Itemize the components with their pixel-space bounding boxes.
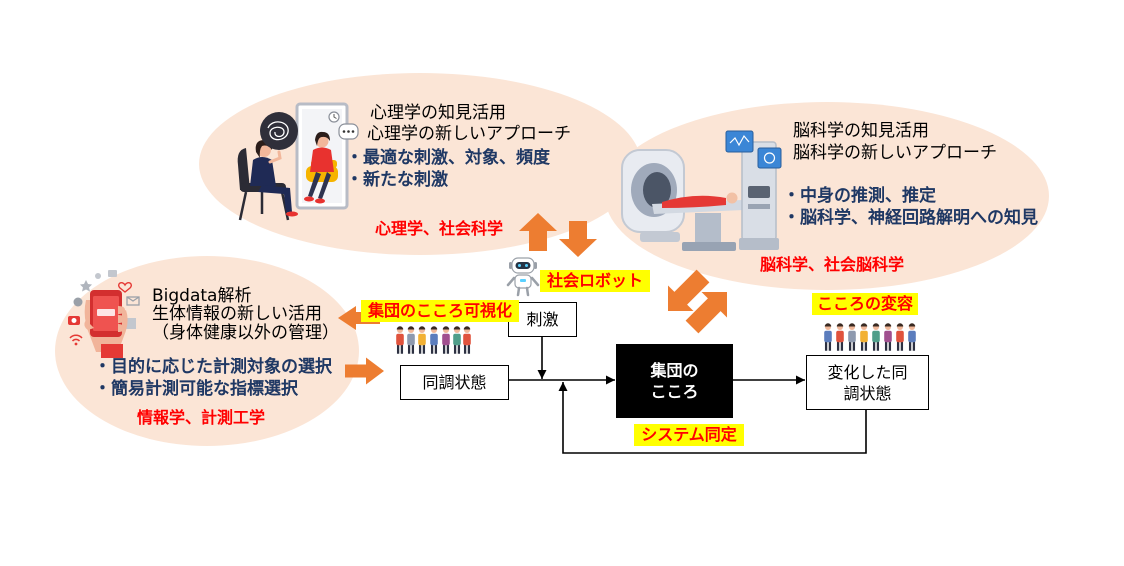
system-identification-label: システム同定 <box>634 424 744 446</box>
visualization-label: 集団のこころ可視化 <box>361 300 519 322</box>
psychology-title-2: 心理学の新しいアプローチ <box>367 124 571 144</box>
group-mind-box: 集団の こころ <box>616 344 733 418</box>
psychology-bullet-1: ・最適な刺激、対象、頻度 <box>346 148 550 168</box>
changed-sync-state-box: 変化した同 調状態 <box>806 355 929 410</box>
neuroscience-title-2: 脳科学の新しいアプローチ <box>793 143 997 163</box>
social-robot-label: 社会ロボット <box>540 270 650 292</box>
counseling-illustration-icon <box>237 102 359 221</box>
neuroscience-field: 脳科学、社会脳科学 <box>760 255 905 274</box>
psychology-field: 心理学、社会科学 <box>375 219 504 238</box>
informatics-title-2: 生体情報の新しい活用 <box>152 304 322 324</box>
stimulus-label: 刺激 <box>526 310 559 329</box>
sync-state-box: 同調状態 <box>400 365 509 400</box>
psychology-bullet-2: ・新たな刺激 <box>346 170 448 190</box>
changed-sync-state-line-1: 変化した同 <box>827 362 908 382</box>
stimulus-box: 刺激 <box>508 302 577 337</box>
informatics-title-3: （身体健康以外の管理） <box>152 323 339 343</box>
people-group-icon <box>824 323 916 351</box>
neuroscience-title-1: 脳科学の知見活用 <box>793 121 929 141</box>
changed-sync-state-line-2: 調状態 <box>843 383 892 403</box>
informatics-field: 情報学、計測工学 <box>137 408 266 427</box>
informatics-bullet-2: ・簡易計測可能な指標選択 <box>94 379 298 399</box>
informatics-bullet-1: ・目的に応じた計測対象の選択 <box>94 357 332 377</box>
neuroscience-bullet-1: ・中身の推測、推定 <box>783 186 936 206</box>
mri-scanner-icon <box>621 130 782 251</box>
transformation-label: こころの変容 <box>812 293 918 315</box>
neuroscience-bullet-2: ・脳科学、神経回路解明への知見 <box>783 208 1038 228</box>
group-mind-line-2: こころ <box>650 382 699 401</box>
robot-icon <box>506 257 540 297</box>
smartphone-data-icon <box>68 270 140 358</box>
informatics-ellipse <box>55 256 359 446</box>
group-mind-line-1: 集団の <box>650 361 699 380</box>
sync-state-label: 同調状態 <box>422 373 487 392</box>
people-group-icon <box>396 326 471 354</box>
psychology-title-1: 心理学の知見活用 <box>370 103 506 123</box>
informatics-title-1: Bigdata解析 <box>152 286 252 306</box>
